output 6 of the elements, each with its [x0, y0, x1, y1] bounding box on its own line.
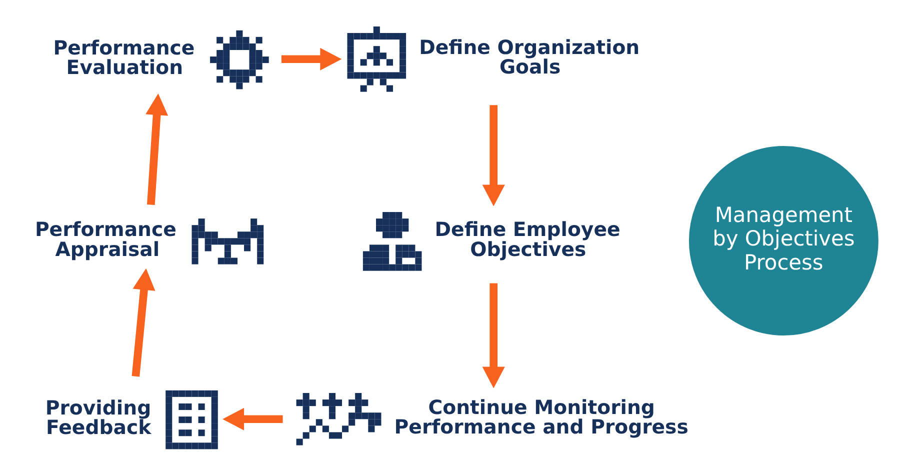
node-label: Define Employee Objectives [434, 218, 620, 261]
node-label: Providing Feedback [44, 396, 151, 440]
node-label: Performance Appraisal [34, 218, 176, 261]
node-label: Continue Monitoring Performance and Progress [394, 396, 688, 439]
node-label: Define Organization Goals [418, 36, 640, 79]
node-label: Performance Evaluation [52, 36, 194, 80]
